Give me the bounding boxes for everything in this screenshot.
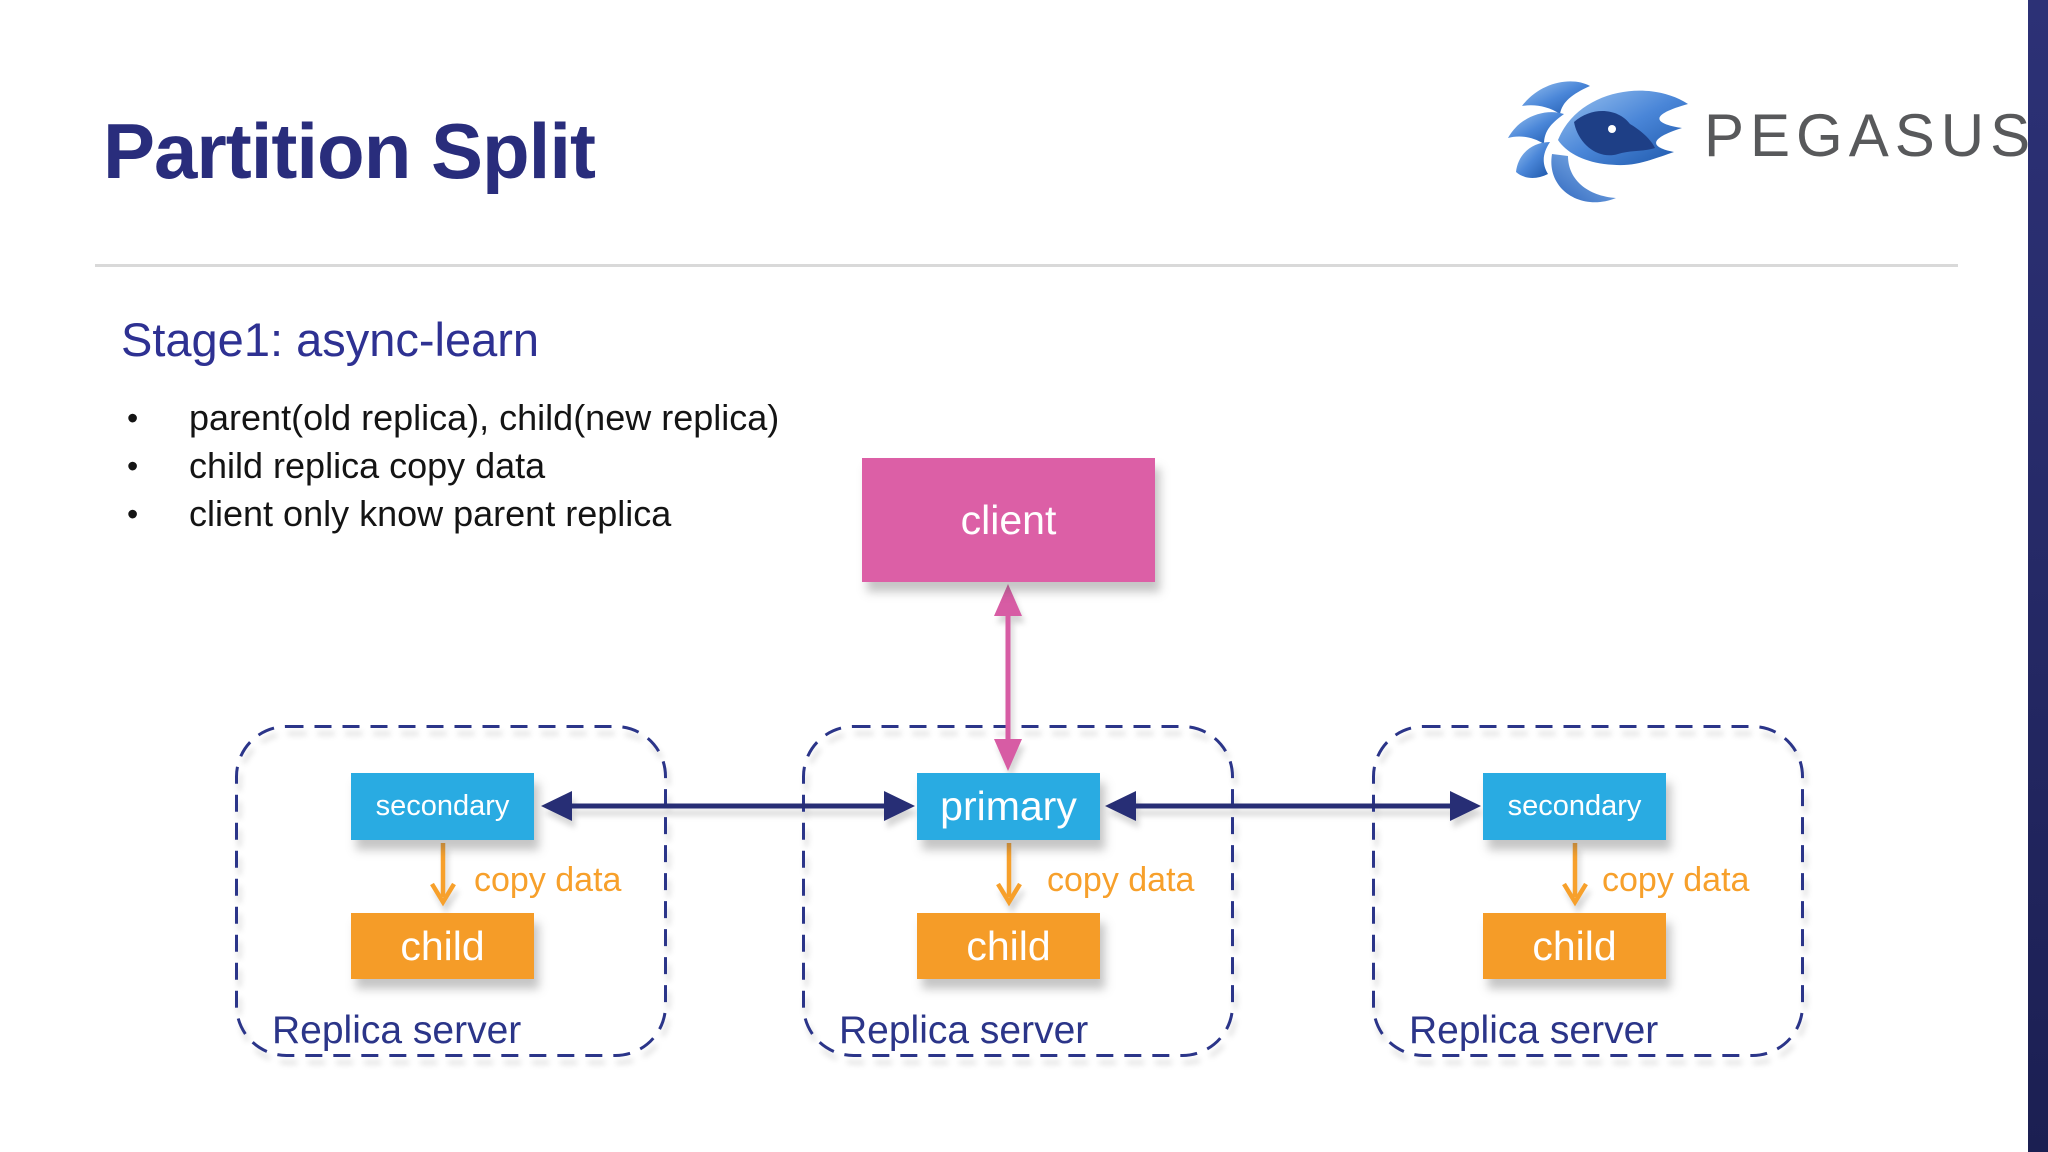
bullet-item: child replica copy data [125,442,779,490]
secondary-label: secondary [375,790,510,822]
pegasus-logo: PEGASUS [1500,62,2030,212]
copy-data-arrow-right [1562,843,1588,907]
primary-label: primary [940,783,1077,829]
replica-server-group-right: secondary copy data child Replica server [1372,725,1804,1057]
copy-data-arrow-left [430,843,456,907]
replica-server-label: Replica server [1409,1009,1659,1052]
bullet-list: parent(old replica), child(new replica) … [125,394,779,538]
copy-data-label: copy data [1602,861,1750,899]
child-label: child [1532,922,1617,969]
slide-edge-accent-bar [2028,0,2048,1152]
secondary-label: secondary [1507,790,1642,822]
replica-server-boundary-left [235,725,667,1057]
child-label: child [400,922,485,969]
child-box: child [351,913,534,979]
replica-server-boundary-middle [802,725,1234,1057]
replica-server-label: Replica server [272,1009,522,1052]
bullet-item: client only know parent replica [125,490,779,538]
replica-server-label: Replica server [839,1009,1089,1052]
replica-server-group-middle: primary copy data child Replica server [802,725,1234,1057]
secondary-box: secondary [1483,773,1666,840]
slide-title: Partition Split [103,107,596,195]
pegasus-logo-text: PEGASUS [1704,102,2037,169]
copy-data-label: copy data [1047,861,1195,899]
child-box: child [917,913,1100,979]
primary-box: primary [917,773,1100,840]
child-label: child [966,922,1051,969]
replica-server-group-left: secondary copy data child Replica server [235,725,667,1057]
secondary-primary-arrow-left [541,791,915,821]
bullet-item: parent(old replica), child(new replica) [125,394,779,442]
client-box: client [862,458,1155,582]
pegasus-logo-icon [1508,81,1688,203]
copy-data-arrow-middle [996,843,1022,907]
copy-data-label: copy data [474,861,622,899]
child-box: child [1483,913,1666,979]
section-heading: Stage1: async-learn [121,313,540,366]
client-label: client [960,496,1057,543]
replica-server-boundary-right [1372,725,1804,1057]
secondary-box: secondary [351,773,534,840]
title-divider [95,264,1958,267]
client-primary-arrow [994,584,1022,771]
secondary-primary-arrow-right [1105,791,1481,821]
